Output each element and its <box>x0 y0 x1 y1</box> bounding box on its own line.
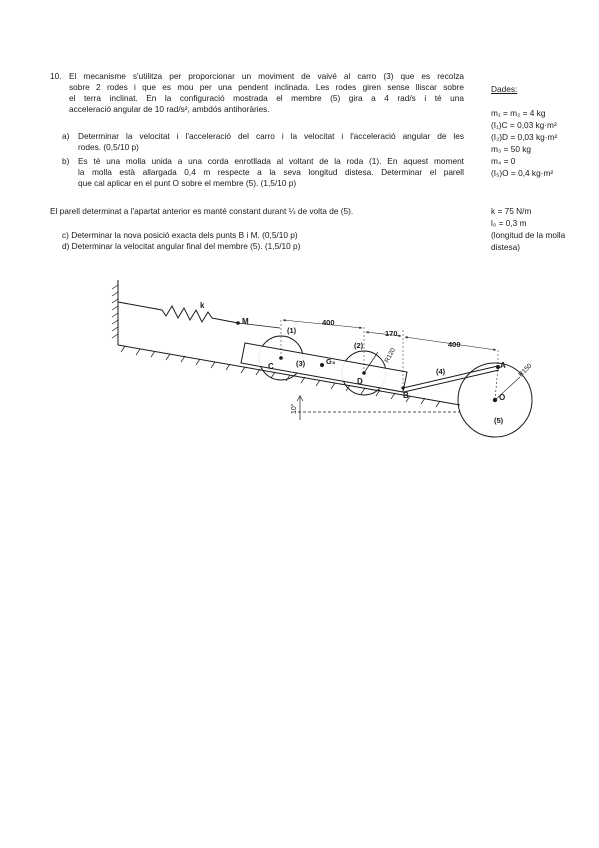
point-m-label: M <box>242 317 249 326</box>
dades-line: m₃ = 50 kg <box>491 144 532 154</box>
dim-400-right: 400 <box>448 340 461 349</box>
point-a-label: A <box>500 361 506 370</box>
point-g3 <box>320 363 324 367</box>
angle-indicator: 10° <box>290 395 460 420</box>
intro-line: el terra inclinat. En la configuració mo… <box>69 93 464 103</box>
part-a-line: rodes. (0,5/10 p) <box>78 142 139 152</box>
dim-170: 170 <box>385 329 398 338</box>
dades-line: (I₁)C = 0,03 kg·m² <box>491 120 557 130</box>
rod-label: (4) <box>436 367 446 376</box>
part-b-label: b) <box>62 156 70 166</box>
dades-extra-line: l₀ = 0,3 m <box>491 218 527 228</box>
part-a-label: a) <box>62 131 70 141</box>
radius-r150-label: R150 <box>517 362 533 378</box>
disc-label: (5) <box>494 416 504 425</box>
wall <box>111 280 119 345</box>
point-b-label: B <box>403 391 409 400</box>
inclined-ground <box>117 344 461 408</box>
part-d-text: d) Determinar la velocitat angular final… <box>62 241 301 251</box>
problem-number: 10. <box>50 71 62 81</box>
carriage-label: (3) <box>296 359 306 368</box>
dades-extra-line: k = 75 N/m <box>491 206 532 216</box>
wheel-2-label: (2) <box>354 341 364 350</box>
point-d-label: D <box>357 377 363 386</box>
problem-intro: El mecanisme s'utilitza per proporcionar… <box>69 71 464 115</box>
point-m <box>236 321 240 325</box>
spring: k M <box>117 301 281 329</box>
dades-line: (I₅)O = 0,4 kg·m² <box>491 168 554 178</box>
carriage: (3) C G₃ D B <box>240 342 409 400</box>
intro-line: acceleració angular de 10 rad/s², ambdós… <box>69 104 270 114</box>
statement-2: El parell determinat a l'apartat anterio… <box>50 206 354 216</box>
connecting-rod: (4) <box>402 365 500 393</box>
dades-line: m₁ = m₂ = 4 kg <box>491 108 546 118</box>
dades-extra-line: (longitud de la molla <box>491 230 566 240</box>
part-b-line: Es té una molla unida a una corda enrotl… <box>78 156 464 166</box>
dades-line: m₄ = 0 <box>491 156 516 166</box>
point-o-label: O <box>499 393 505 402</box>
part-a-text: Determinar la velocitat i l'acceleració … <box>78 131 464 153</box>
radius-r120-label: R120 <box>384 347 398 364</box>
point-o <box>492 397 498 403</box>
part-a-line: Determinar la velocitat i l'acceleració … <box>78 131 464 141</box>
dades-title: Dades: <box>491 84 518 94</box>
dades-line: (I₂)D = 0,03 kg·m² <box>491 132 558 142</box>
point-a <box>496 365 500 369</box>
point-g3-label: G₃ <box>326 357 336 366</box>
point-c-label: C <box>268 362 274 371</box>
dades-extra-line: distesa) <box>491 242 521 252</box>
intro-line: sobre 2 rodes i que es mou per una pende… <box>69 82 464 92</box>
intro-line: El mecanisme s'utilitza per proporcionar… <box>69 71 464 81</box>
dim-400-top: 400 <box>322 318 335 327</box>
dimension-lines: 400 170 400 <box>280 318 499 388</box>
spring-label: k <box>200 301 205 310</box>
wheel-1-label: (1) <box>287 326 297 335</box>
part-c-text: c) Determinar la nova posició exacta del… <box>62 230 298 240</box>
angle-label: 10° <box>290 403 298 414</box>
part-b-line: la molla està allargada 0,4 m respecte a… <box>78 167 464 177</box>
part-b-line: que cal aplicar en el punt O sobre el me… <box>78 178 297 188</box>
part-b-text: Es té una molla unida a una corda enrotl… <box>78 156 464 189</box>
